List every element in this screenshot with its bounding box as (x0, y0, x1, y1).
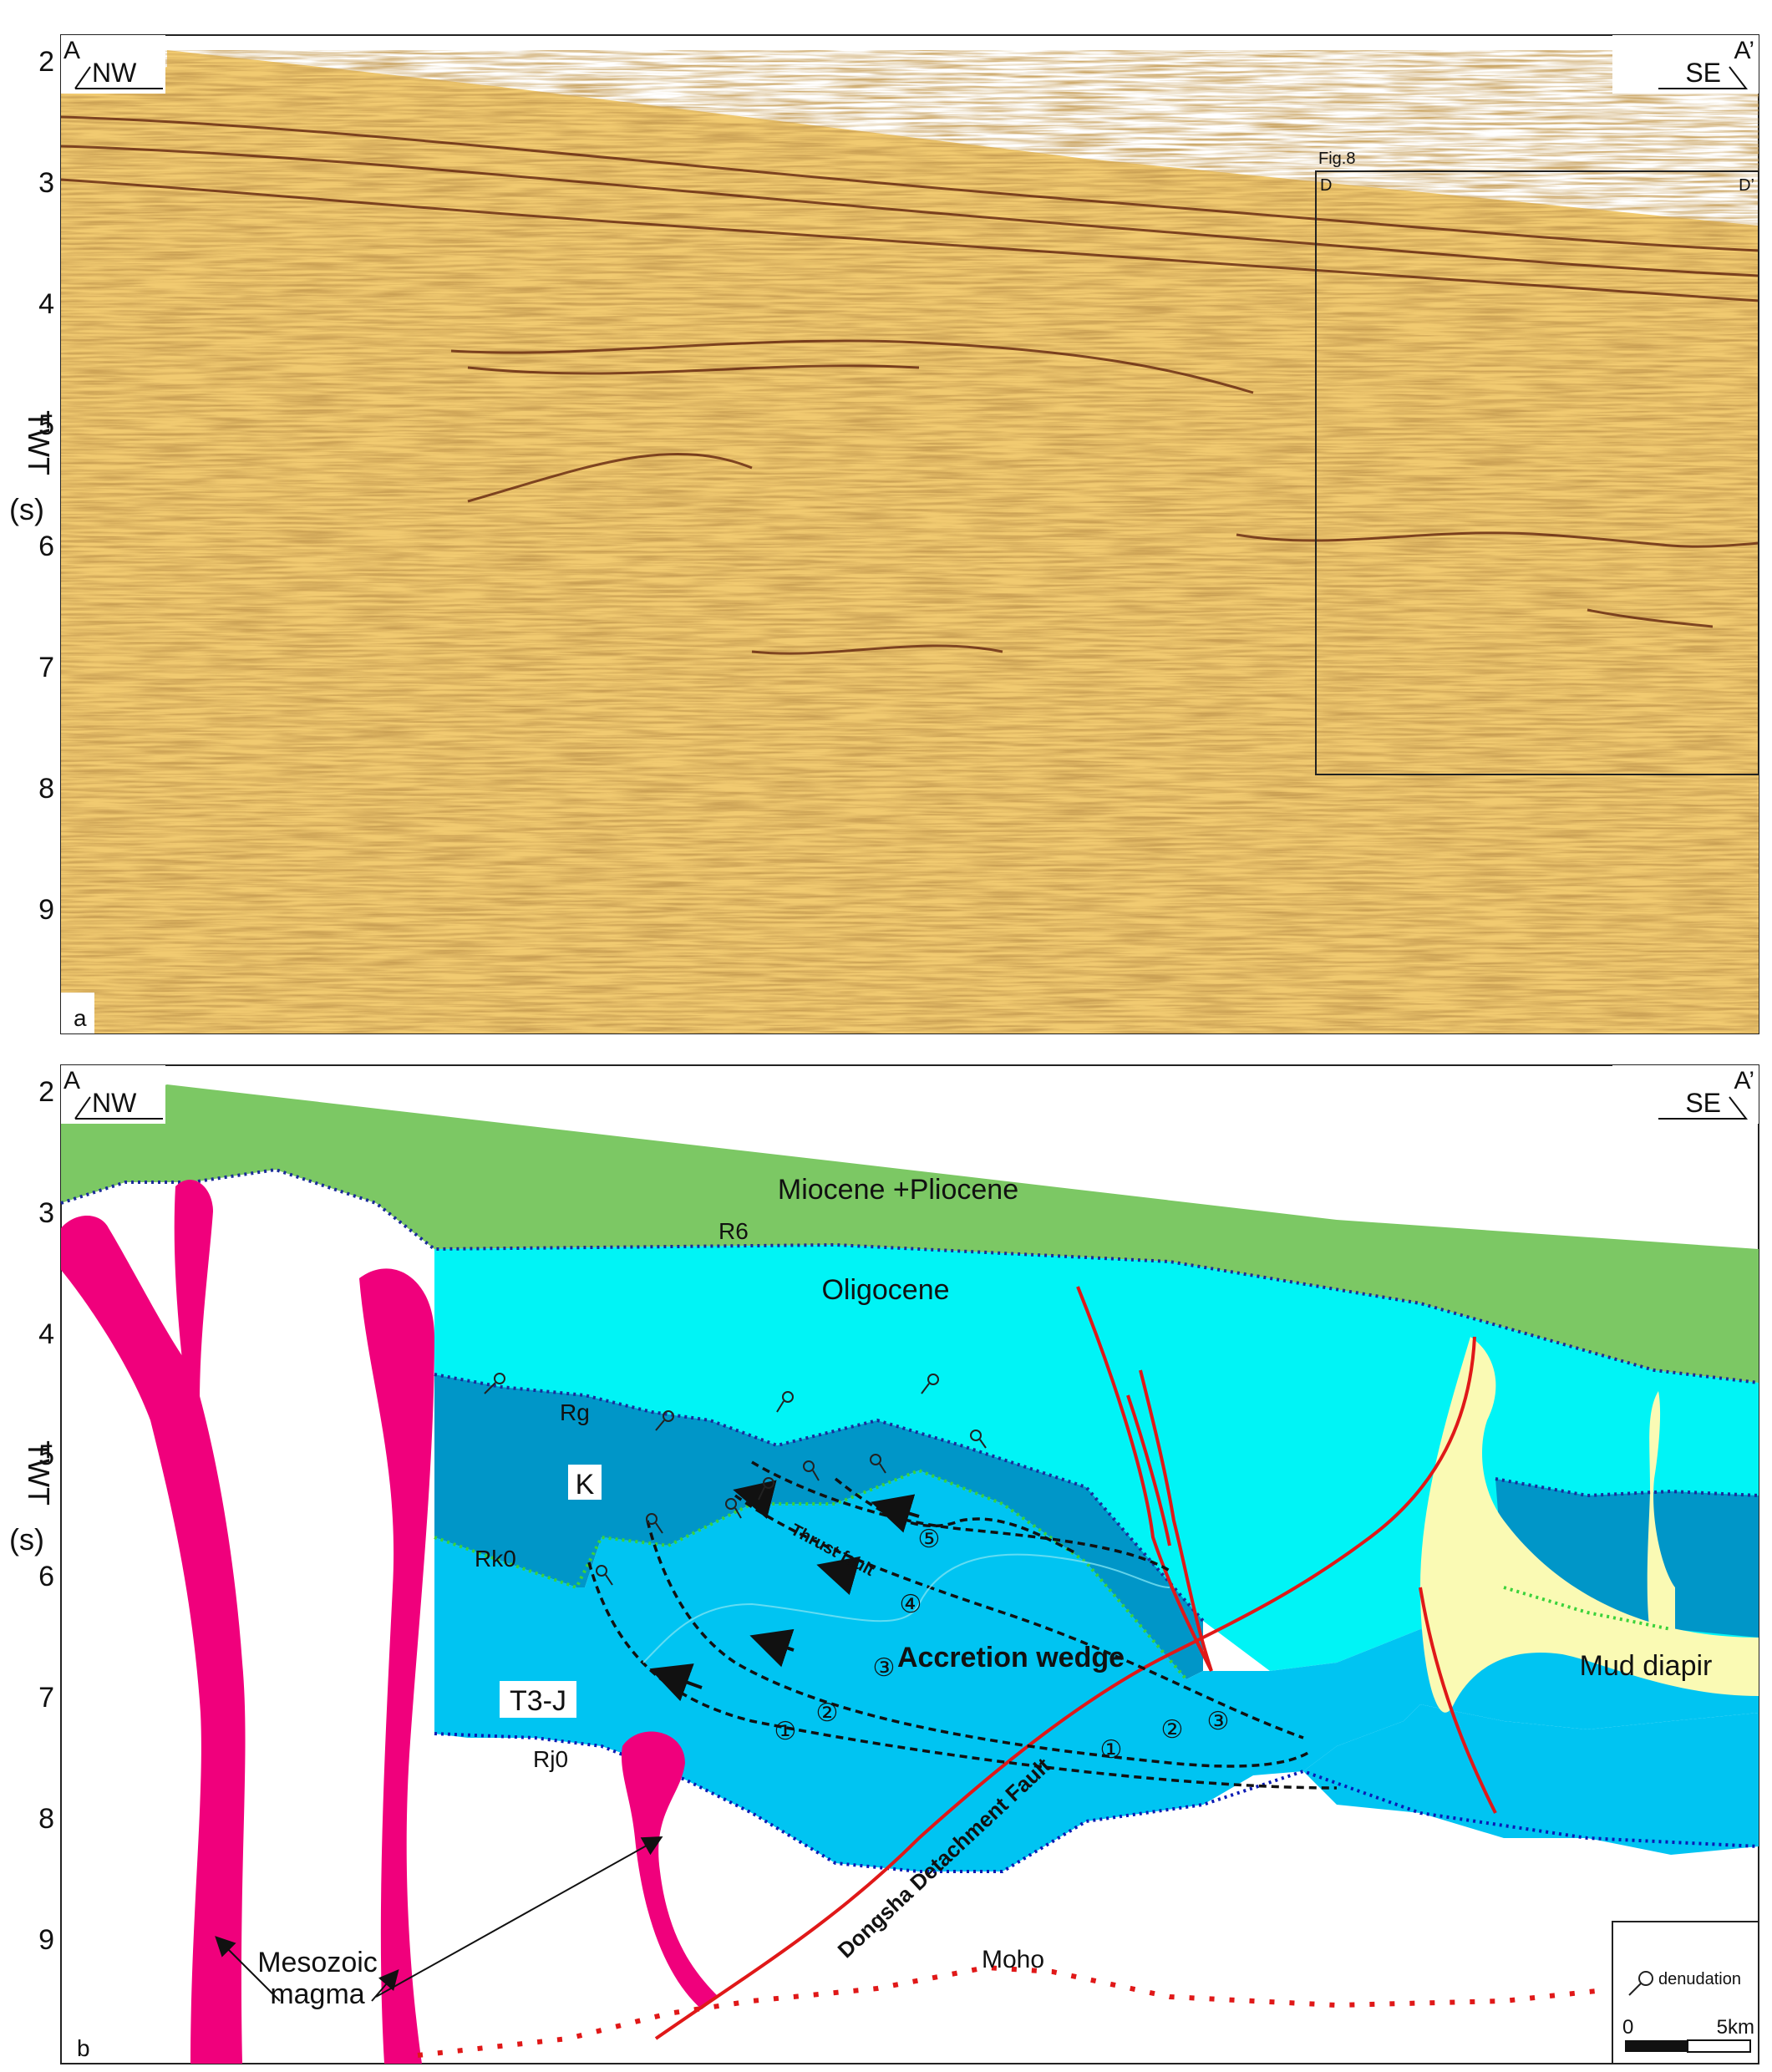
horizon-rj0: Rj0 (533, 1746, 568, 1772)
a-corner-left: A (63, 37, 80, 64)
fig8-d-right: D’ (1739, 176, 1754, 195)
a-corner-right: A’ (1734, 37, 1754, 64)
mesozoic-magma-bodies (61, 1179, 718, 2064)
fault-number-3b: ③ (1207, 1708, 1230, 1735)
horizon-right-rk0 (1503, 1586, 1672, 1631)
b-dir-right: SE (1685, 1088, 1721, 1118)
panel-b-interpretation (60, 1064, 1759, 2064)
tick-a-8: 8 (38, 773, 54, 805)
tick-b-6: 6 (38, 1561, 54, 1592)
scale-bar-filled (1625, 2040, 1688, 2052)
thrust-faults (587, 1460, 1338, 1790)
tick-b-3: 3 (38, 1197, 54, 1229)
panel-a-seismic (60, 34, 1759, 1034)
fault-numbers: ① ② ③ ④ ⑤ ① ② ③ (774, 1526, 1230, 1764)
a-panel-label: a (74, 1005, 87, 1031)
label-k: K (576, 1469, 595, 1501)
axis-label-s-a: (s) (9, 492, 44, 526)
b-corner-right: A’ (1734, 1067, 1754, 1094)
fig8-d-left: D (1320, 176, 1332, 195)
tick-a-7: 7 (38, 652, 54, 683)
magma-pointers (215, 1836, 663, 2002)
fault-number-3: ③ (873, 1654, 896, 1682)
axis-label-twt-a: TWT (22, 410, 56, 475)
y-axis-panel-a: 2 3 4 5 6 7 8 9 (38, 46, 54, 926)
tick-b-5: 5 (38, 1440, 54, 1471)
axis-label-twt-b: TWT (22, 1440, 56, 1506)
horizon-rg-line (434, 1373, 1205, 1623)
t3j-layer (434, 1470, 1759, 1871)
k-layer (434, 1374, 1203, 1679)
axis-label-s-b: (s) (9, 1522, 44, 1557)
horizon-rj0-line (434, 1732, 1759, 1873)
fig8-title: Fig.8 (1318, 150, 1355, 168)
b-dir-left: NW (92, 1088, 137, 1118)
horizon-r6: R6 (718, 1218, 749, 1244)
tick-a-9: 9 (38, 894, 54, 926)
horizon-right-rg (1495, 1477, 1759, 1498)
tick-b-8: 8 (38, 1803, 54, 1835)
b-panel-label: b (77, 2035, 90, 2061)
scale-zero: 0 (1622, 2016, 1633, 2039)
fault-number-5: ⑤ (918, 1526, 941, 1553)
horizon-rk0-line (434, 1468, 1188, 1681)
tick-a-5: 5 (38, 409, 54, 441)
fault-number-2b: ② (1161, 1716, 1184, 1744)
tick-a-6: 6 (38, 531, 54, 562)
scale-max: 5km (1717, 2016, 1754, 2039)
scale-bar-empty (1687, 2039, 1751, 2053)
fault-lines (654, 1286, 1497, 2040)
horizon-rg: Rg (560, 1399, 590, 1425)
label-oligocene: Oligocene (821, 1274, 949, 1306)
tick-b-7: 7 (38, 1682, 54, 1714)
fault-number-1b: ① (1100, 1736, 1123, 1764)
a-dir-left: NW (92, 58, 137, 88)
miocene-layer (61, 1084, 1759, 1383)
seismic-texture (61, 50, 1759, 1033)
label-mud-diapir: Mud diapir (1580, 1650, 1713, 1682)
label-moho: Moho (982, 1946, 1044, 1973)
tick-a-2: 2 (38, 46, 54, 78)
label-accretion-wedge: Accretion wedge (897, 1642, 1125, 1673)
tick-a-3: 3 (38, 167, 54, 199)
fault-number-1: ① (774, 1718, 797, 1745)
tick-b-2: 2 (38, 1076, 54, 1108)
denudation-symbols (484, 1373, 987, 1586)
legend-denudation: denudation (1658, 1970, 1741, 1988)
seismic-reflectors (61, 115, 1759, 655)
t3j-layer-right (1303, 1704, 1759, 1855)
mud-diapir-left (1420, 1337, 1759, 1713)
fault-number-2: ② (816, 1699, 839, 1727)
b-corner-left: A (63, 1067, 80, 1094)
fault-number-4: ④ (900, 1591, 922, 1618)
tick-b-9: 9 (38, 1924, 54, 1956)
fig8-inset-box (1315, 170, 1759, 775)
horizon-rk0: Rk0 (475, 1546, 516, 1572)
label-magma-2: magma (270, 1978, 364, 2010)
moho-line (417, 1964, 1605, 2058)
dongsha-detachment-fault (654, 1336, 1476, 2040)
y-axis-panel-b: 2 3 4 5 6 7 8 9 (38, 1076, 54, 1956)
a-dir-right: SE (1685, 58, 1721, 88)
thrust-arrows (649, 1480, 920, 1702)
mud-diapir-right (1647, 1391, 1675, 1654)
label-magma-1: Mesozoic (257, 1947, 378, 1978)
tick-b-4: 4 (38, 1318, 54, 1350)
label-t3j: T3-J (510, 1685, 566, 1717)
label-miocene: Miocene +Pliocene (778, 1174, 1018, 1206)
tick-a-4: 4 (38, 288, 54, 320)
